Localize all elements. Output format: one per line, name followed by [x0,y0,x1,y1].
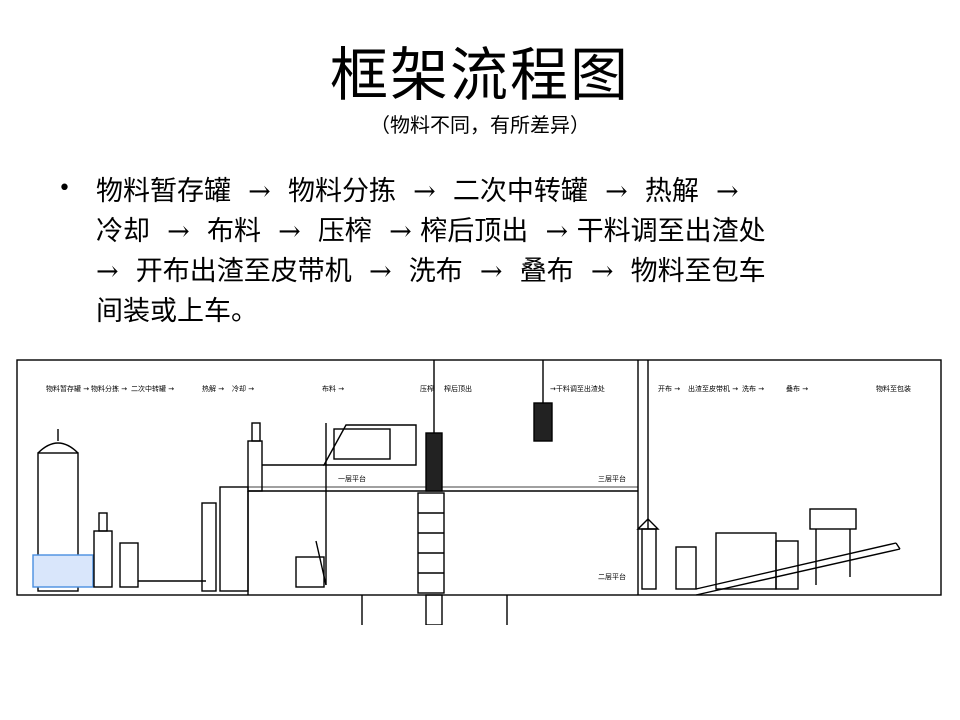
flow-label-fold: 叠布 → [786,384,808,393]
flow-label-slag-belt: 出渣至皮带机 → [688,384,738,393]
bullet-dot-icon: • [58,176,71,201]
flow-label-cloth: 布料 → [322,384,344,393]
flow-label-packaging: 物料至包装 [876,384,911,393]
process-description: 物料暂存罐 → 物料分拣 → 二次中转罐 → 热解 → 冷却 → 布料 → 压榨… [96,176,766,327]
belt-conveyor [695,508,901,596]
press-column [417,360,445,625]
flow-label-eject: 榨后顶出 [444,384,472,393]
flow-label-sorting: 物料分拣 → [91,384,127,393]
flow-label-open-cloth: 开布 → [658,384,680,393]
hanging-bucket [533,402,553,442]
flow-label-wash: 洗布 → [742,384,764,393]
flow-label-transfer-tank: 二次中转罐 → [131,384,174,393]
flow-label-pyrolysis: 热解 → [202,384,224,393]
page-title: 框架流程图 [329,41,630,109]
water-tank [32,554,94,588]
storage-tank [37,429,79,592]
flow-labels: 物料暂存罐 → 物料分拣 → 二次中转罐 → 热解 → 冷却 → 布料 → 压榨… [46,384,911,393]
floor-label-2: 二层平台 [598,572,626,581]
flow-label-press: 压榨 [420,384,434,393]
diagram-frame [16,359,942,596]
flow-label-cooling: 冷却 → [232,384,254,393]
floor-label-3: 三层平台 [598,474,626,483]
plant-layout-diagram: 物料暂存罐 → 物料分拣 → 二次中转罐 → 热解 → 冷却 → 布料 → 压榨… [16,359,942,625]
flow-label-dry-material: →干料调至出渣处 [550,384,605,393]
page-subtitle: （物料不同，有所差异） [370,113,590,137]
floor-label-1: 一层平台 [338,474,366,483]
flow-label-storage-tank: 物料暂存罐 → [46,384,89,393]
